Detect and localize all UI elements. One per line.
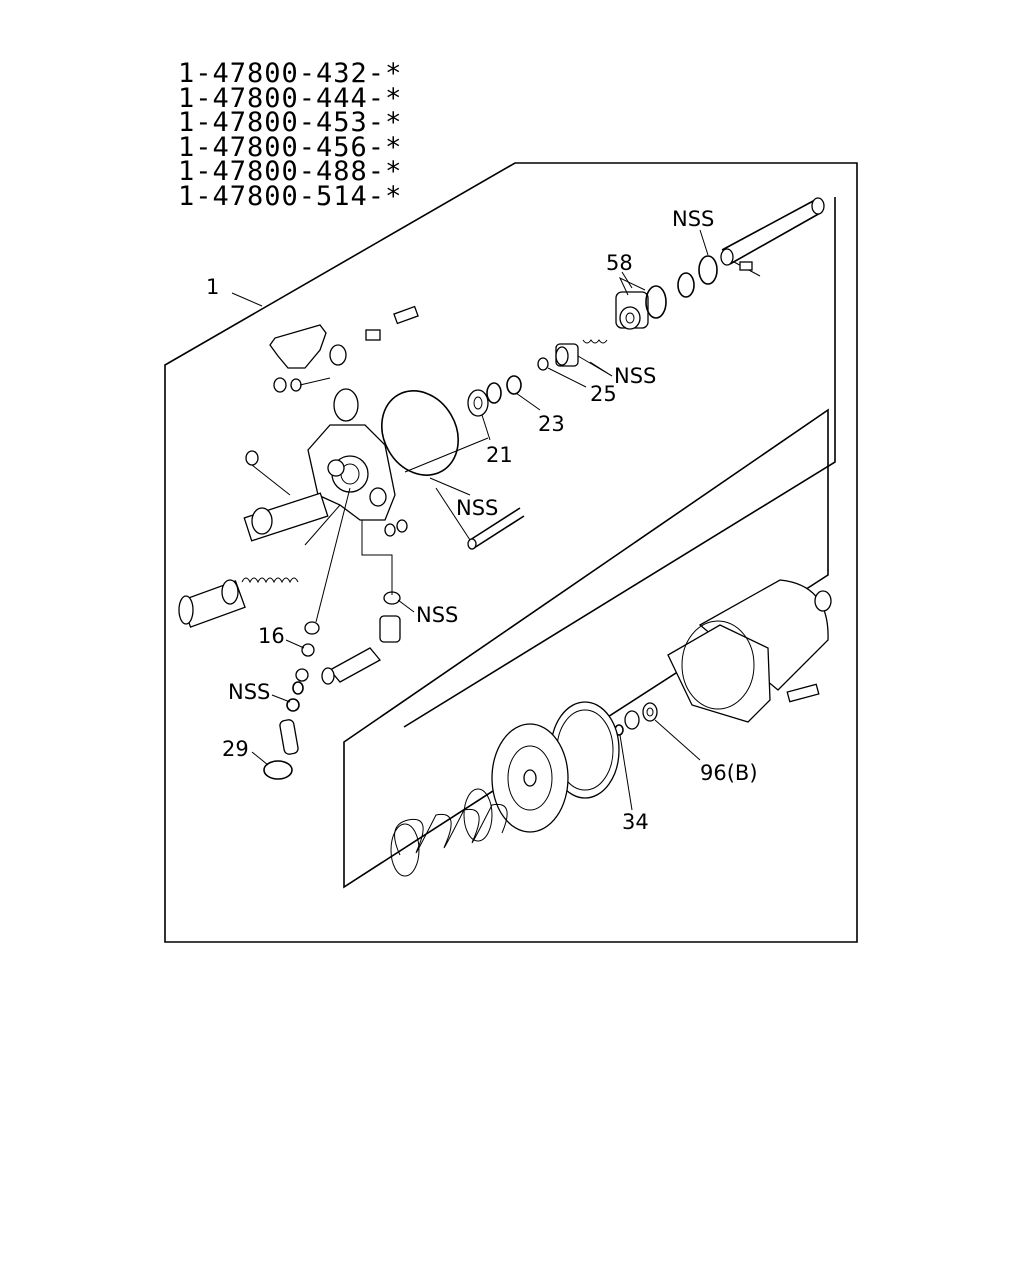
callout-29: 29: [222, 737, 249, 761]
valve-25: [537, 339, 613, 388]
bracket: [269, 305, 419, 393]
part-number: 1-47800-456-*: [178, 131, 403, 163]
part-number: 1-47800-444-*: [178, 82, 403, 114]
adjusting-plug: [178, 504, 341, 628]
part-number: 1-47800-514-*: [178, 180, 403, 212]
callout-21: 21: [486, 443, 513, 467]
callout-58: 58: [606, 251, 633, 275]
callout-nss: NSS: [672, 207, 714, 231]
callout-96b: 96(B): [700, 761, 758, 785]
callout-nss: NSS: [456, 496, 498, 520]
pin: [435, 487, 525, 550]
seal-21: [467, 389, 491, 441]
callout-25: 25: [590, 382, 617, 406]
part-number-list: 1-47800-432-* 1-47800-444-* 1-47800-453-…: [178, 58, 403, 212]
leader-lines: [251, 271, 633, 766]
snap-ring: [698, 255, 718, 285]
upper-subassembly-frame: [403, 197, 836, 728]
part-number: 1-47800-488-*: [178, 156, 403, 187]
callout-23: 23: [538, 412, 565, 436]
cylinder-housing: [667, 579, 832, 723]
piston-58: [615, 276, 667, 330]
push-rod: [720, 197, 825, 277]
part-number: 1-47800-432-*: [178, 58, 403, 89]
hose-fitting: [321, 520, 401, 685]
o-ring: [381, 390, 459, 476]
callout-34: 34: [622, 810, 649, 834]
lower-subassembly-frame: [343, 408, 829, 889]
part-number: 1-47800-453-*: [178, 107, 403, 138]
washers-96: [614, 702, 701, 811]
valve-body: [243, 388, 408, 542]
return-spring: [390, 788, 508, 877]
callout-nss: NSS: [228, 680, 270, 704]
check-valve-parts: [263, 487, 351, 780]
leader-line: [231, 292, 263, 307]
callout-assembly: 1: [206, 275, 219, 299]
washer: [677, 272, 695, 298]
callout-nss: NSS: [416, 603, 458, 627]
callout-nss: NSS: [614, 364, 656, 388]
ring-23: [486, 375, 541, 411]
assembly-frame: [164, 162, 858, 943]
callout-16: 16: [258, 624, 285, 648]
diaphragm-plate: [491, 723, 569, 833]
